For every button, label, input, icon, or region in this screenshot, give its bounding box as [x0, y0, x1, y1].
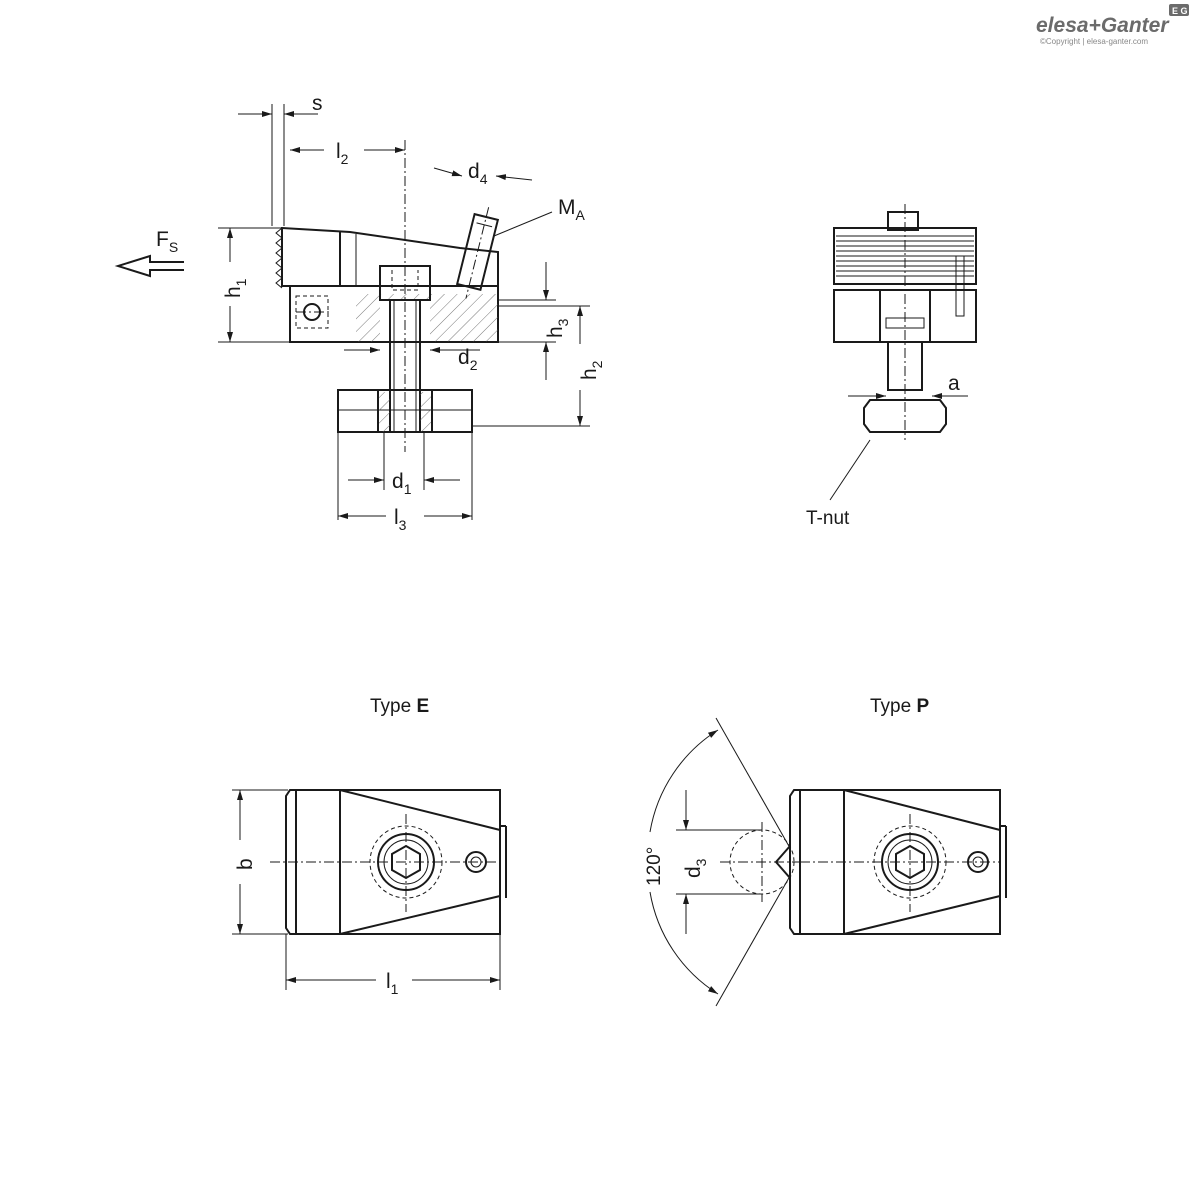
prism-line-upper: [715, 717, 791, 849]
label-h3: h3: [544, 318, 571, 338]
angle-arc-upper: [649, 729, 719, 833]
label-s: s: [312, 92, 323, 115]
type-e-caption: Type E: [370, 696, 429, 717]
angle-arc-lower: [649, 891, 719, 995]
brand-copyright: ©Copyright | elesa-ganter.com: [1040, 37, 1148, 46]
set-screw-d4: [455, 207, 500, 299]
serrated-jaw: [275, 227, 283, 289]
label-d4: d4: [468, 160, 488, 187]
brand-logo: elesa+Ganter E G ©Copyright | elesa-gant…: [1036, 4, 1189, 46]
force-arrow: [114, 254, 184, 278]
label-h1: h1: [222, 278, 249, 298]
label-d3: d3: [682, 858, 709, 878]
t-nut-body: [337, 389, 473, 433]
label-angle: 120°: [644, 847, 665, 886]
label-l2: l2: [336, 140, 349, 167]
label-d2: d2: [458, 346, 478, 373]
type-e-taper: [339, 789, 501, 935]
type-p-outline: [789, 789, 1001, 935]
end-view-t-nut: [863, 399, 947, 433]
brand-badge: E G: [1172, 6, 1188, 16]
label-l1: l1: [386, 970, 399, 997]
label-d1: d1: [392, 470, 412, 497]
type-e-view: Type E b l1: [232, 696, 507, 997]
type-p-view: Type P d3 120°: [644, 696, 1007, 1007]
prism-line-lower: [715, 875, 791, 1007]
type-e-outline: [285, 789, 501, 935]
label-fs: FS: [156, 228, 178, 255]
end-view: a T-nut: [806, 204, 977, 529]
label-a: a: [948, 372, 960, 395]
section-hatch-lower: [380, 294, 498, 342]
brand-name: elesa+Ganter: [1036, 14, 1170, 37]
label-t-nut: T-nut: [806, 508, 850, 529]
type-p-caption: Type P: [870, 696, 929, 717]
brand-badge-box: [1169, 4, 1189, 16]
end-view-screw-top: [887, 211, 919, 231]
clamp-upper-body: [281, 226, 499, 287]
label-ma: MA: [558, 196, 586, 223]
side-view: FS s l2 d4 MA h1 h3 h2: [114, 92, 605, 533]
label-b: b: [234, 858, 257, 870]
label-h2: h2: [578, 360, 605, 380]
label-l3: l3: [394, 506, 407, 533]
